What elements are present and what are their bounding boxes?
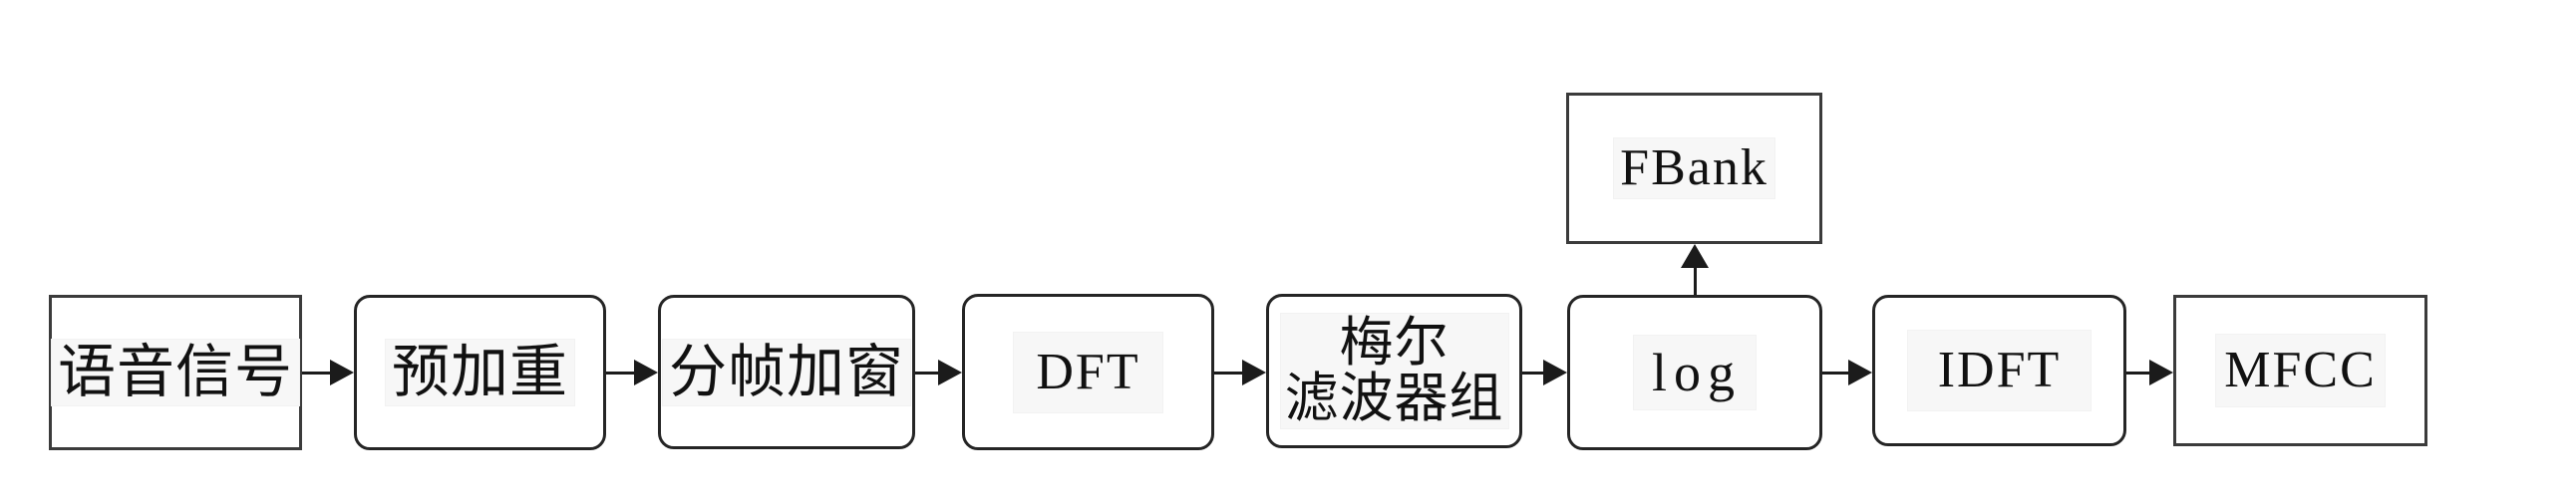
node-fbank-label: FBank — [1614, 138, 1774, 198]
node-pre-emphasis-label: 预加重 — [385, 340, 574, 405]
node-mfcc[interactable]: MFCC — [2173, 295, 2427, 446]
arrowhead-right-icon — [1242, 360, 1266, 385]
node-dft-label: DFT — [1014, 332, 1162, 412]
node-idft[interactable]: IDFT — [1872, 295, 2126, 446]
arrowhead-right-icon — [634, 360, 658, 385]
edge-shaft — [1822, 372, 1848, 375]
node-log-label: log — [1633, 336, 1756, 409]
node-fbank[interactable]: FBank — [1566, 93, 1822, 244]
arrowhead-right-icon — [1848, 360, 1872, 385]
edge-shaft — [1522, 372, 1543, 375]
edge-shaft — [606, 372, 634, 375]
arrowhead-right-icon — [2149, 360, 2173, 385]
node-mel-filterbank[interactable]: 梅尔 滤波器组 — [1266, 294, 1522, 448]
node-pre-emphasis[interactable]: 预加重 — [354, 295, 606, 450]
node-speech-signal[interactable]: 语音信号 — [49, 295, 302, 450]
edge-shaft — [2126, 372, 2149, 375]
edge-shaft — [302, 372, 330, 375]
arrowhead-right-icon — [1543, 360, 1567, 385]
edge-shaft — [1694, 266, 1697, 295]
node-mel-filterbank-line2: 滤波器组 — [1284, 368, 1504, 428]
node-idft-label: IDFT — [1907, 331, 2092, 410]
node-speech-signal-label: 语音信号 — [52, 340, 300, 405]
node-dft[interactable]: DFT — [962, 294, 1214, 450]
node-log[interactable]: log — [1567, 295, 1822, 450]
node-mel-filterbank-line1: 梅尔 — [1339, 313, 1449, 374]
node-mel-filterbank-label: 梅尔 滤波器组 — [1280, 313, 1508, 428]
edge-shaft — [915, 372, 938, 375]
arrowhead-right-icon — [938, 360, 962, 385]
node-mfcc-label: MFCC — [2216, 335, 2385, 406]
arrowhead-right-icon — [330, 360, 354, 385]
node-framing-windowing[interactable]: 分帧加窗 — [658, 295, 915, 449]
node-framing-windowing-label: 分帧加窗 — [662, 339, 910, 405]
arrowhead-up-icon — [1681, 244, 1709, 268]
edge-shaft — [1214, 372, 1242, 375]
